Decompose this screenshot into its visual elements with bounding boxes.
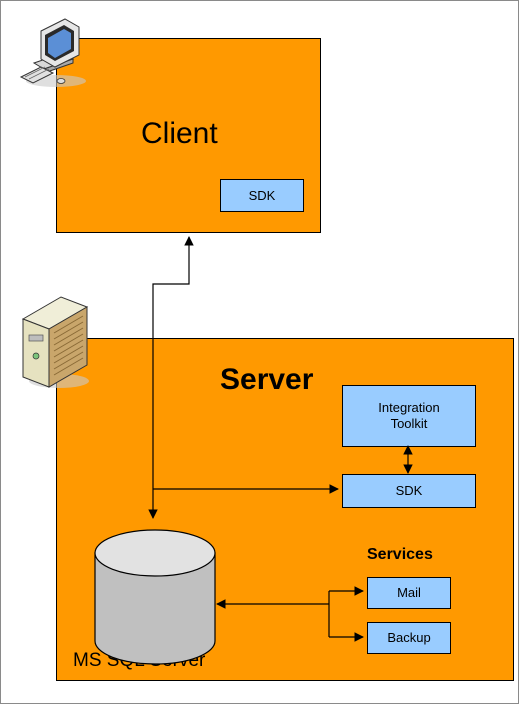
- client-title: Client: [141, 117, 218, 150]
- client-sdk-label: SDK: [248, 187, 276, 203]
- desktop-computer-icon: [19, 18, 86, 87]
- server-sdk-label: SDK: [395, 483, 423, 498]
- mail-service-label: Mail: [397, 585, 421, 600]
- integration-toolkit-label: Integration Toolkit: [378, 400, 440, 431]
- services-heading: Services: [367, 546, 433, 563]
- server-sdk-box: SDK: [342, 474, 476, 508]
- backup-service-label: Backup: [387, 630, 431, 645]
- server-box: Server Integration Toolkit SDK Services …: [56, 338, 514, 681]
- client-db-connector: [148, 236, 194, 519]
- backup-service-box: Backup: [367, 622, 451, 654]
- client-box: Client SDK: [56, 38, 321, 233]
- mail-service-box: Mail: [367, 577, 451, 609]
- database-cylinder-icon: [94, 529, 216, 665]
- server-tower-icon: [21, 296, 89, 388]
- client-sdk-box: SDK: [220, 179, 304, 212]
- server-title: Server: [220, 363, 314, 396]
